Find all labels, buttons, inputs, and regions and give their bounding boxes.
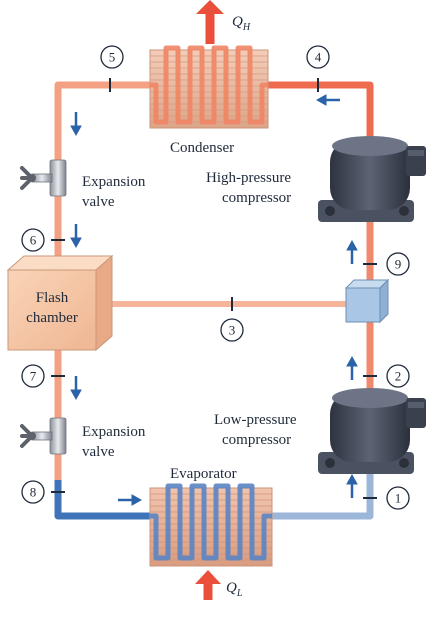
mixing-chamber-icon xyxy=(344,278,390,324)
state-point-ticks xyxy=(51,78,377,499)
svg-text:2: 2 xyxy=(395,369,402,384)
heat-in-arrow-icon xyxy=(195,570,221,600)
heat-out-arrow-icon xyxy=(196,0,224,44)
hp-compressor-label-line1: High-pressure xyxy=(206,170,291,186)
state-point-5: 5 xyxy=(100,45,124,69)
svg-text:4: 4 xyxy=(315,50,322,65)
pipe-condenser-to-flash xyxy=(54,81,152,268)
lp-compressor-icon xyxy=(318,388,426,474)
flash-chamber xyxy=(6,254,114,352)
lp-compressor-label-line2: compressor xyxy=(222,432,291,448)
svg-text:8: 8 xyxy=(30,485,37,500)
hp-compressor-label-line2: compressor xyxy=(222,190,291,206)
flash-chamber-label-line2: chamber xyxy=(26,310,78,326)
lower-expansion-valve-label-line2: valve xyxy=(82,444,115,460)
svg-text:7: 7 xyxy=(30,369,37,384)
flow-arrows xyxy=(70,94,358,506)
lower-expansion-valve-icon xyxy=(20,417,67,455)
state-point-1: 1 xyxy=(386,486,410,510)
lower-expansion-valve-label-line1: Expansion xyxy=(82,424,146,440)
arrow-icon xyxy=(70,376,82,401)
svg-text:9: 9 xyxy=(395,257,402,272)
pipe-evaporator-to-lp-compressor xyxy=(272,460,374,520)
svg-text:3: 3 xyxy=(229,323,236,338)
condenser-coil xyxy=(150,45,268,125)
state-point-8: 8 xyxy=(21,480,45,504)
state-point-2: 2 xyxy=(386,364,410,388)
evaporator-label: Evaporator xyxy=(170,466,237,482)
condenser-label: Condenser xyxy=(170,140,234,156)
state-point-4: 4 xyxy=(306,45,330,69)
state-point-7: 7 xyxy=(21,364,45,388)
arrow-icon xyxy=(70,112,82,137)
evaporator xyxy=(149,483,273,567)
svg-text:6: 6 xyxy=(30,233,37,248)
arrow-icon xyxy=(346,355,358,380)
evaporator-coil xyxy=(150,483,272,561)
pipe-hp-compressor-to-condenser xyxy=(268,81,374,150)
upper-expansion-valve-label-line1: Expansion xyxy=(82,174,146,190)
lp-compressor-label-line1: Low-pressure xyxy=(214,412,297,428)
state-point-6: 6 xyxy=(21,228,45,252)
svg-text:1: 1 xyxy=(395,491,402,506)
condenser xyxy=(149,45,269,129)
ql-label: QL xyxy=(226,580,243,599)
arrow-icon xyxy=(346,473,358,498)
arrow-icon xyxy=(315,94,340,106)
svg-text:5: 5 xyxy=(109,50,116,65)
arrow-icon xyxy=(70,224,82,249)
flash-chamber-label-line1: Flash xyxy=(36,290,69,306)
upper-expansion-valve-label-line2: valve xyxy=(82,194,115,210)
arrow-icon xyxy=(118,494,143,506)
upper-expansion-valve-icon xyxy=(20,159,67,197)
qh-label: QH xyxy=(232,14,251,33)
state-point-3: 3 xyxy=(220,318,244,342)
arrow-icon xyxy=(346,239,358,264)
hp-compressor-icon xyxy=(318,136,426,222)
state-point-9: 9 xyxy=(386,252,410,276)
